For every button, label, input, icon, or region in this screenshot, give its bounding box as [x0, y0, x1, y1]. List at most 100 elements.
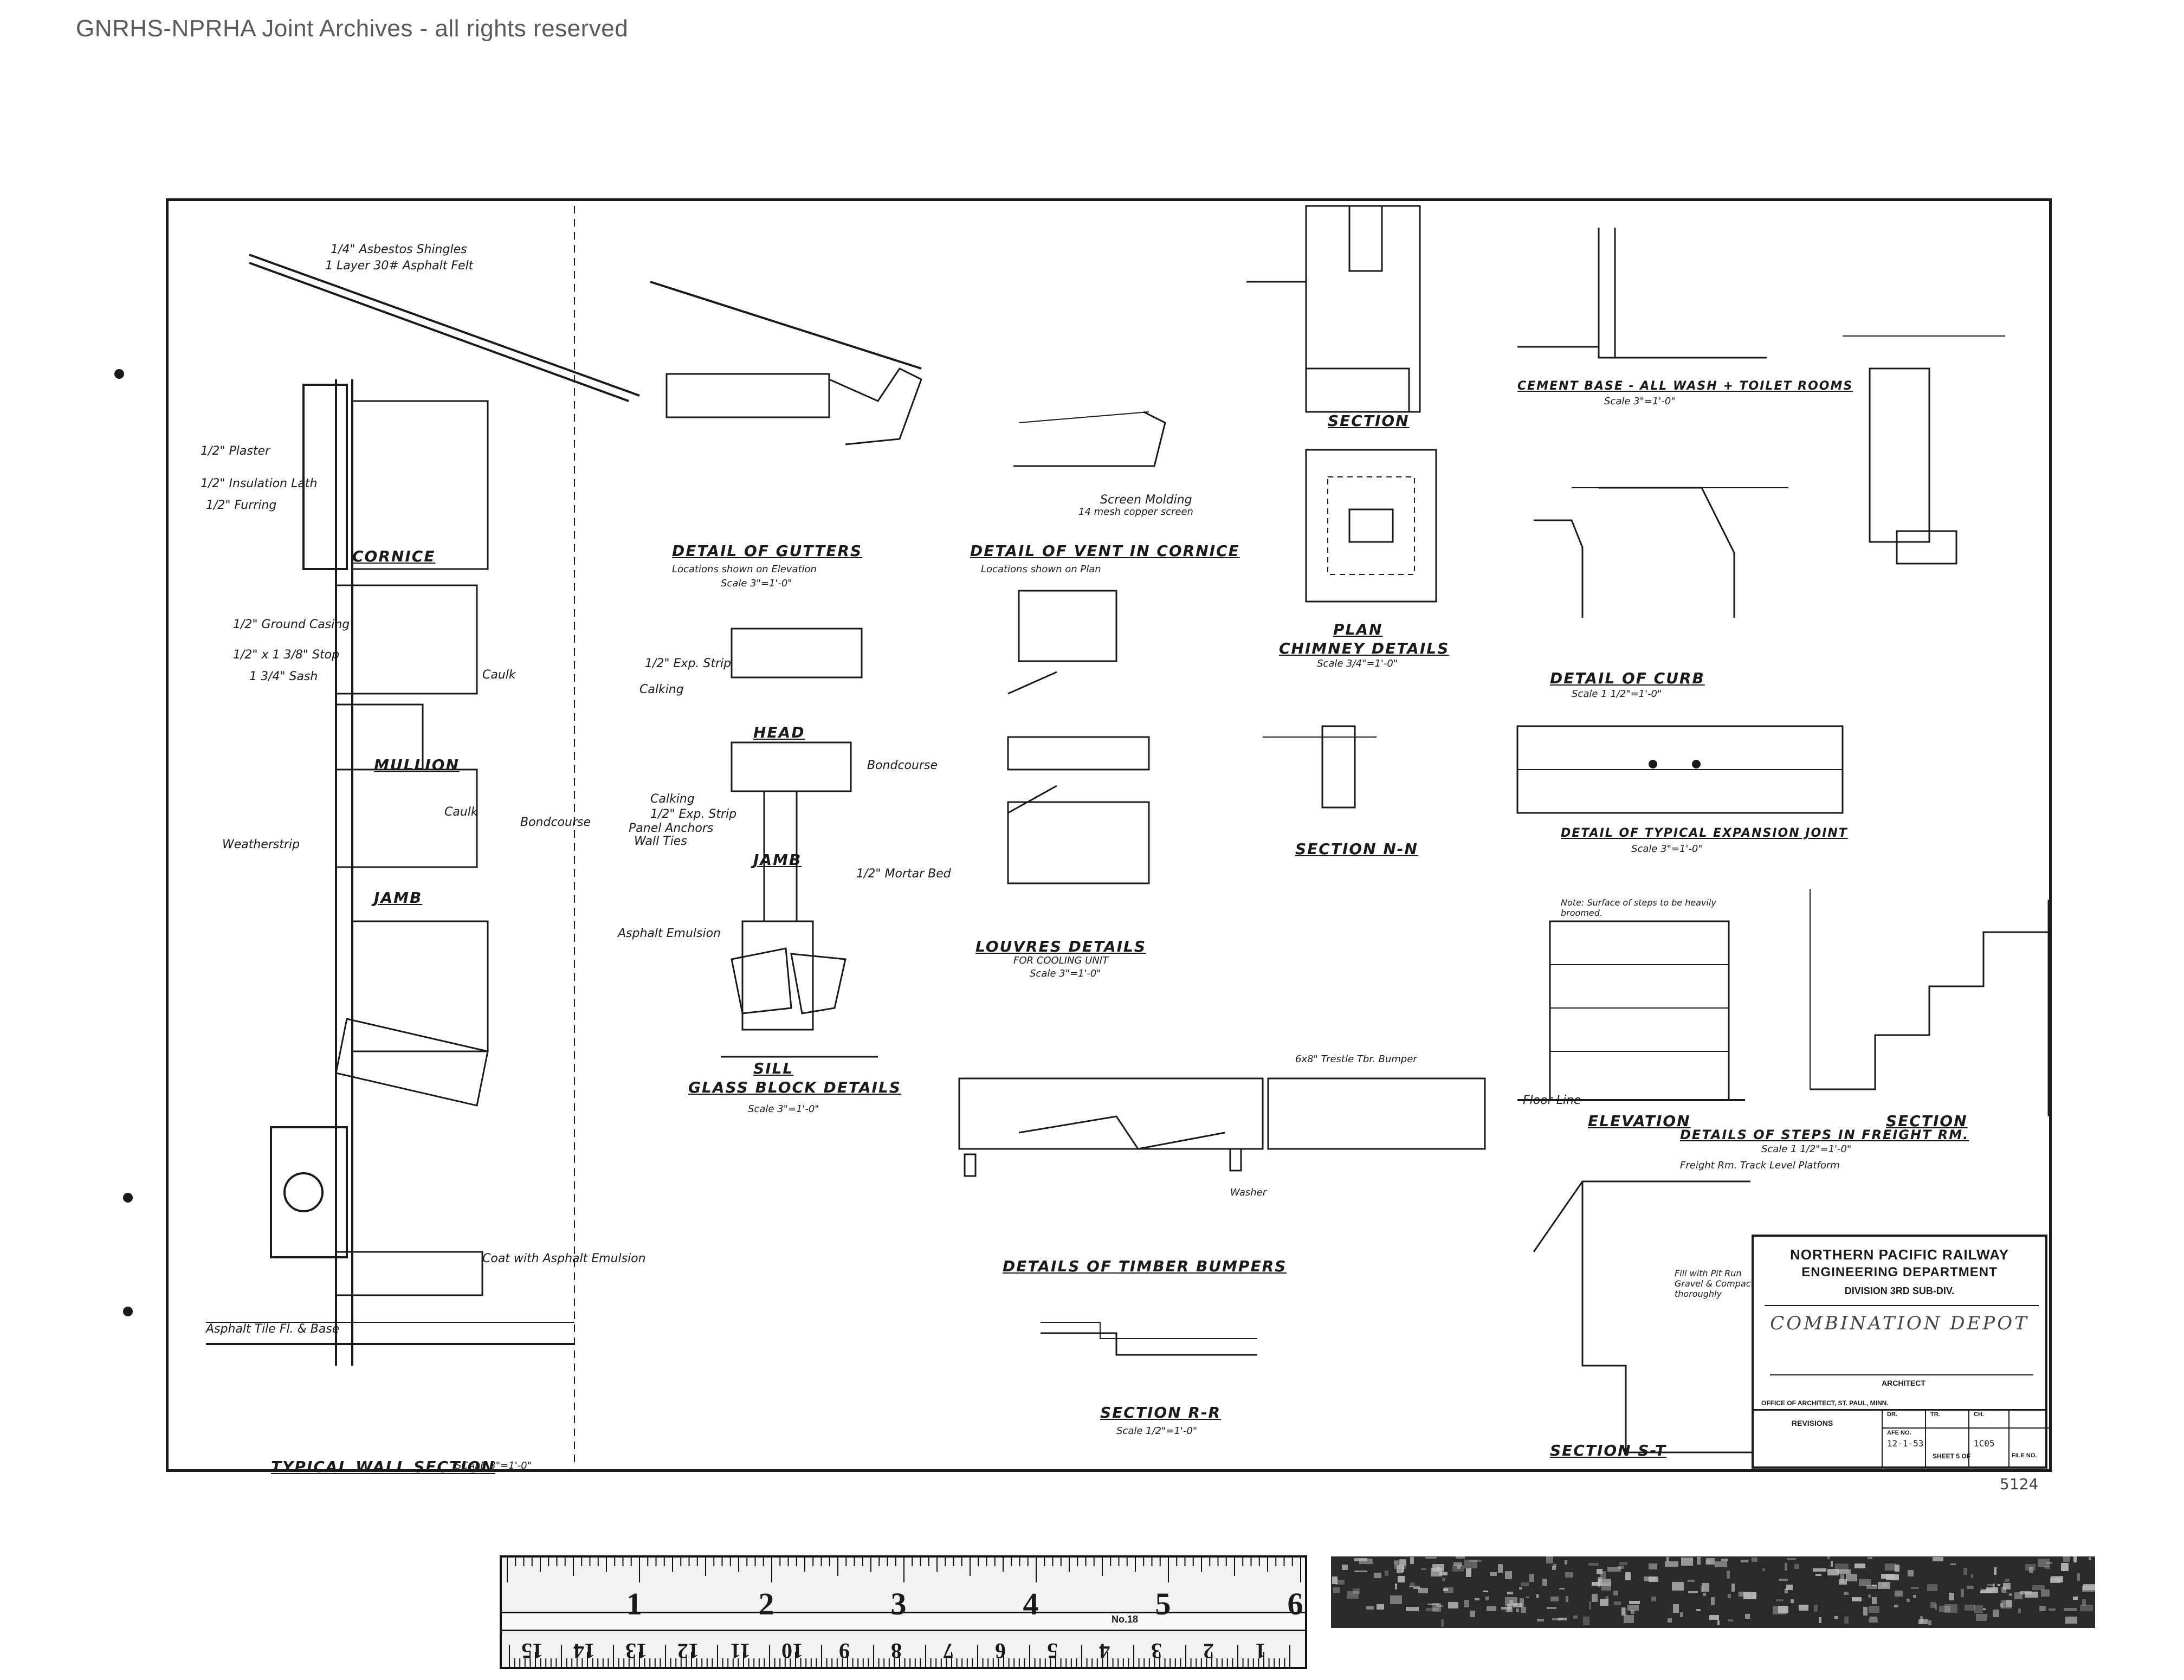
calibration-speckle [1624, 1615, 1634, 1623]
calibration-speckle [1432, 1603, 1441, 1612]
inch-label: 1 [626, 1586, 642, 1621]
cornice-title: CORNICE [352, 547, 436, 565]
cement-base-scale: Scale 3"=1'-0" [1604, 396, 1676, 407]
calibration-speckle [1711, 1597, 1715, 1605]
chimney-scale: Scale 3/4"=1'-0" [1317, 658, 1398, 669]
calibration-speckle [1398, 1576, 1405, 1582]
calibration-speckle [1933, 1557, 1943, 1561]
note-caulk: Caulk [444, 805, 478, 819]
archive-watermark: GNRHS-NPRHA Joint Archives - all rights … [76, 15, 629, 42]
calibration-speckle [1787, 1558, 1796, 1560]
title-block: NORTHERN PACIFIC RAILWAY ENGINEERING DEP… [1752, 1235, 2050, 1469]
calibration-speckle [1583, 1617, 1589, 1625]
curb-scale: Scale 1 1/2"=1'-0" [1572, 688, 1662, 700]
cement-base-title: CEMENT BASE - ALL WASH + TOILET ROOMS [1517, 379, 1853, 393]
calibration-speckle [1469, 1560, 1482, 1562]
calibration-speckle [1483, 1591, 1488, 1592]
cm-label: 14 [573, 1639, 595, 1663]
calibration-speckle [1409, 1586, 1420, 1587]
calibration-speckle [1550, 1597, 1559, 1601]
note-mortar-bed: 1/2" Mortar Bed [856, 867, 951, 881]
calibration-speckle [1448, 1602, 1458, 1608]
calibration-speckle [1552, 1566, 1556, 1570]
calibration-speckle [1598, 1579, 1611, 1586]
office-label: OFFICE OF ARCHITECT, ST. PAUL, MINN. [1761, 1399, 1889, 1407]
calibration-speckle [1963, 1568, 1967, 1575]
calibration-speckle [1785, 1588, 1788, 1593]
calibration-speckle [1673, 1604, 1679, 1613]
calibration-speckle [1881, 1574, 1895, 1579]
calibration-speckle [1464, 1560, 1477, 1568]
architect-label: ARCHITECT [1882, 1379, 1925, 1387]
calibration-speckle [1883, 1583, 1887, 1587]
note-asphalt-emulsion: Asphalt Emulsion [618, 927, 721, 940]
calibration-speckle [1715, 1561, 1727, 1567]
tr-label: TR. [1930, 1411, 1940, 1418]
calibration-speckle [1762, 1568, 1765, 1571]
curb-title: DETAIL OF CURB [1550, 669, 1705, 687]
calibration-speckle [1395, 1584, 1397, 1589]
typical-wall-scale: SCALE 3"=1'-0" [455, 1460, 532, 1471]
calibration-speckle [1859, 1579, 1871, 1586]
division-label: DIVISION 3RD SUB-DIV. [1844, 1285, 1955, 1296]
cm-label: 7 [943, 1639, 954, 1663]
cm-label: 6 [995, 1639, 1006, 1663]
timber-bumpers-title: DETAILS OF TIMBER BUMPERS [1003, 1257, 1287, 1275]
calibration-speckle [1741, 1560, 1748, 1562]
calibration-speckle [1855, 1563, 1865, 1568]
calibration-speckle [2039, 1606, 2046, 1611]
calibration-speckle [1547, 1607, 1556, 1609]
calibration-speckle [1501, 1607, 1511, 1610]
head-title: HEAD [753, 723, 805, 741]
calibration-speckle [1606, 1596, 1608, 1600]
calibration-speckle [1935, 1604, 1937, 1610]
section-st-title: SECTION S-T [1550, 1442, 1667, 1459]
calibration-speckle [1993, 1610, 1999, 1617]
calibration-speckle [1745, 1614, 1750, 1619]
calibration-speckle [1844, 1592, 1849, 1595]
scale-ruler: No.18 1 2 3 4 5 6 1 2 3 4 5 6 7 8 9 10 1… [500, 1555, 1307, 1669]
note-bondcourse-2: Bondcourse [867, 759, 938, 772]
glass-block-scale: Scale 3"=1'-0" [748, 1103, 819, 1115]
calibration-speckle [1911, 1587, 1919, 1589]
expansion-joint-title: DETAIL OF TYPICAL EXPANSION JOINT [1561, 826, 1848, 840]
calibration-speckle [1410, 1557, 1414, 1564]
calibration-speckle [1681, 1558, 1693, 1566]
ruler-ticks [507, 1558, 1301, 1667]
calibration-speckle [1542, 1579, 1547, 1586]
calibration-speckle [1490, 1572, 1497, 1576]
inch-label: 2 [758, 1586, 774, 1621]
calibration-speckle [1565, 1572, 1573, 1578]
note-sash: 1 3/4" Sash [249, 670, 318, 683]
note-calking-2: Calking [650, 792, 695, 806]
cm-label: 10 [781, 1639, 803, 1663]
steps-section-title: SECTION [1886, 1112, 1968, 1130]
inch-label: 5 [1155, 1586, 1171, 1621]
calibration-speckle [1558, 1618, 1567, 1620]
calibration-speckle [2001, 1587, 2006, 1593]
calibration-speckle [1961, 1589, 1964, 1597]
calibration-speckle [1649, 1576, 1658, 1582]
note-floor-line: Floor Line [1523, 1094, 1581, 1107]
calibration-speckle [1895, 1565, 1899, 1572]
calibration-speckle [1427, 1604, 1439, 1605]
calibration-speckle [2025, 1564, 2036, 1571]
chimney-plan-title: PLAN [1333, 621, 1383, 638]
calibration-speckle [1819, 1617, 1821, 1623]
sheet-mark: 5124 [2000, 1475, 2039, 1493]
calibration-texture [1332, 1556, 2095, 1627]
calibration-speckle [1565, 1560, 1567, 1565]
calibration-speckle [1519, 1587, 1522, 1589]
revisions-label: REVISIONS [1792, 1419, 1833, 1427]
calibration-speckle [1452, 1565, 1464, 1572]
calibration-speckle [1588, 1563, 1599, 1566]
note-panel-anchors: Panel Anchors [629, 822, 714, 835]
calibration-speckle [1421, 1568, 1426, 1570]
calibration-speckle [1413, 1587, 1420, 1589]
note-fill: Fill with Pit Run Gravel & Compact thoro… [1675, 1268, 1754, 1299]
calibration-speckle [1441, 1619, 1444, 1627]
vent-note: Locations shown on Plan [981, 564, 1101, 575]
grayscale-calibration-bar [1331, 1556, 2095, 1628]
calibration-speckle [1505, 1571, 1512, 1579]
divider [2008, 1409, 2009, 1469]
